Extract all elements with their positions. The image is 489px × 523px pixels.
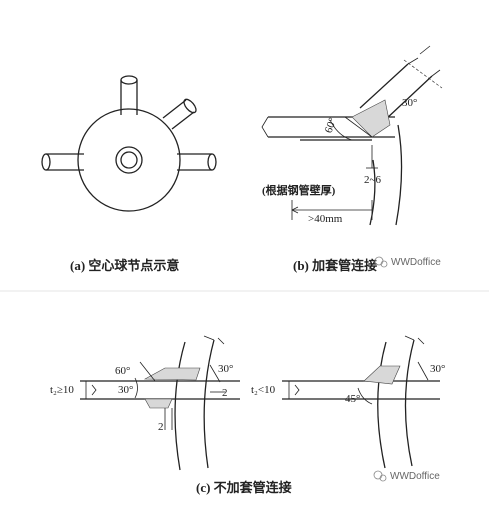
panel-b-dim: >40mm	[308, 213, 343, 225]
panel-b-gap: 2~6	[364, 174, 381, 186]
panel-c-left-gap-right: 2	[222, 387, 228, 399]
panel-b-sleeve-connection	[261, 45, 443, 226]
panel-c-right-detail	[282, 335, 440, 469]
panel-c-left-angle-60: 60°	[115, 365, 130, 377]
panel-a-hollow-ball	[41, 75, 217, 212]
panel-c-left-detail	[80, 335, 240, 471]
panel-c-left-angle-30a: 30°	[118, 384, 133, 396]
panel-c-left-angle-30b: 30°	[218, 363, 233, 375]
panel-b-angle-60: 60°	[323, 116, 340, 135]
panel-b-angle-30: 30°	[402, 97, 417, 109]
panel-b-caption: (b) 加套管连接	[293, 258, 377, 273]
wechat-icon	[374, 256, 388, 268]
panel-c-right-angle-45: 45°	[345, 393, 360, 405]
panel-a-caption: (a) 空心球节点示意	[70, 258, 179, 273]
wechat-icon	[373, 470, 387, 482]
panel-b-note: (根据钢管壁厚)	[262, 183, 336, 197]
panel-c-right-thickness: t₂<10	[251, 384, 276, 396]
watermark-top: WWDoffice	[391, 257, 441, 268]
panel-c-left-gap-bottom: 2	[158, 421, 164, 433]
panel-c-caption: (c) 不加套管连接	[196, 480, 292, 495]
watermark-bottom: WWDoffice	[390, 471, 440, 482]
panel-c-right-angle-30: 30°	[430, 363, 445, 375]
panel-c-left-thickness: t₂≥10	[50, 384, 74, 396]
